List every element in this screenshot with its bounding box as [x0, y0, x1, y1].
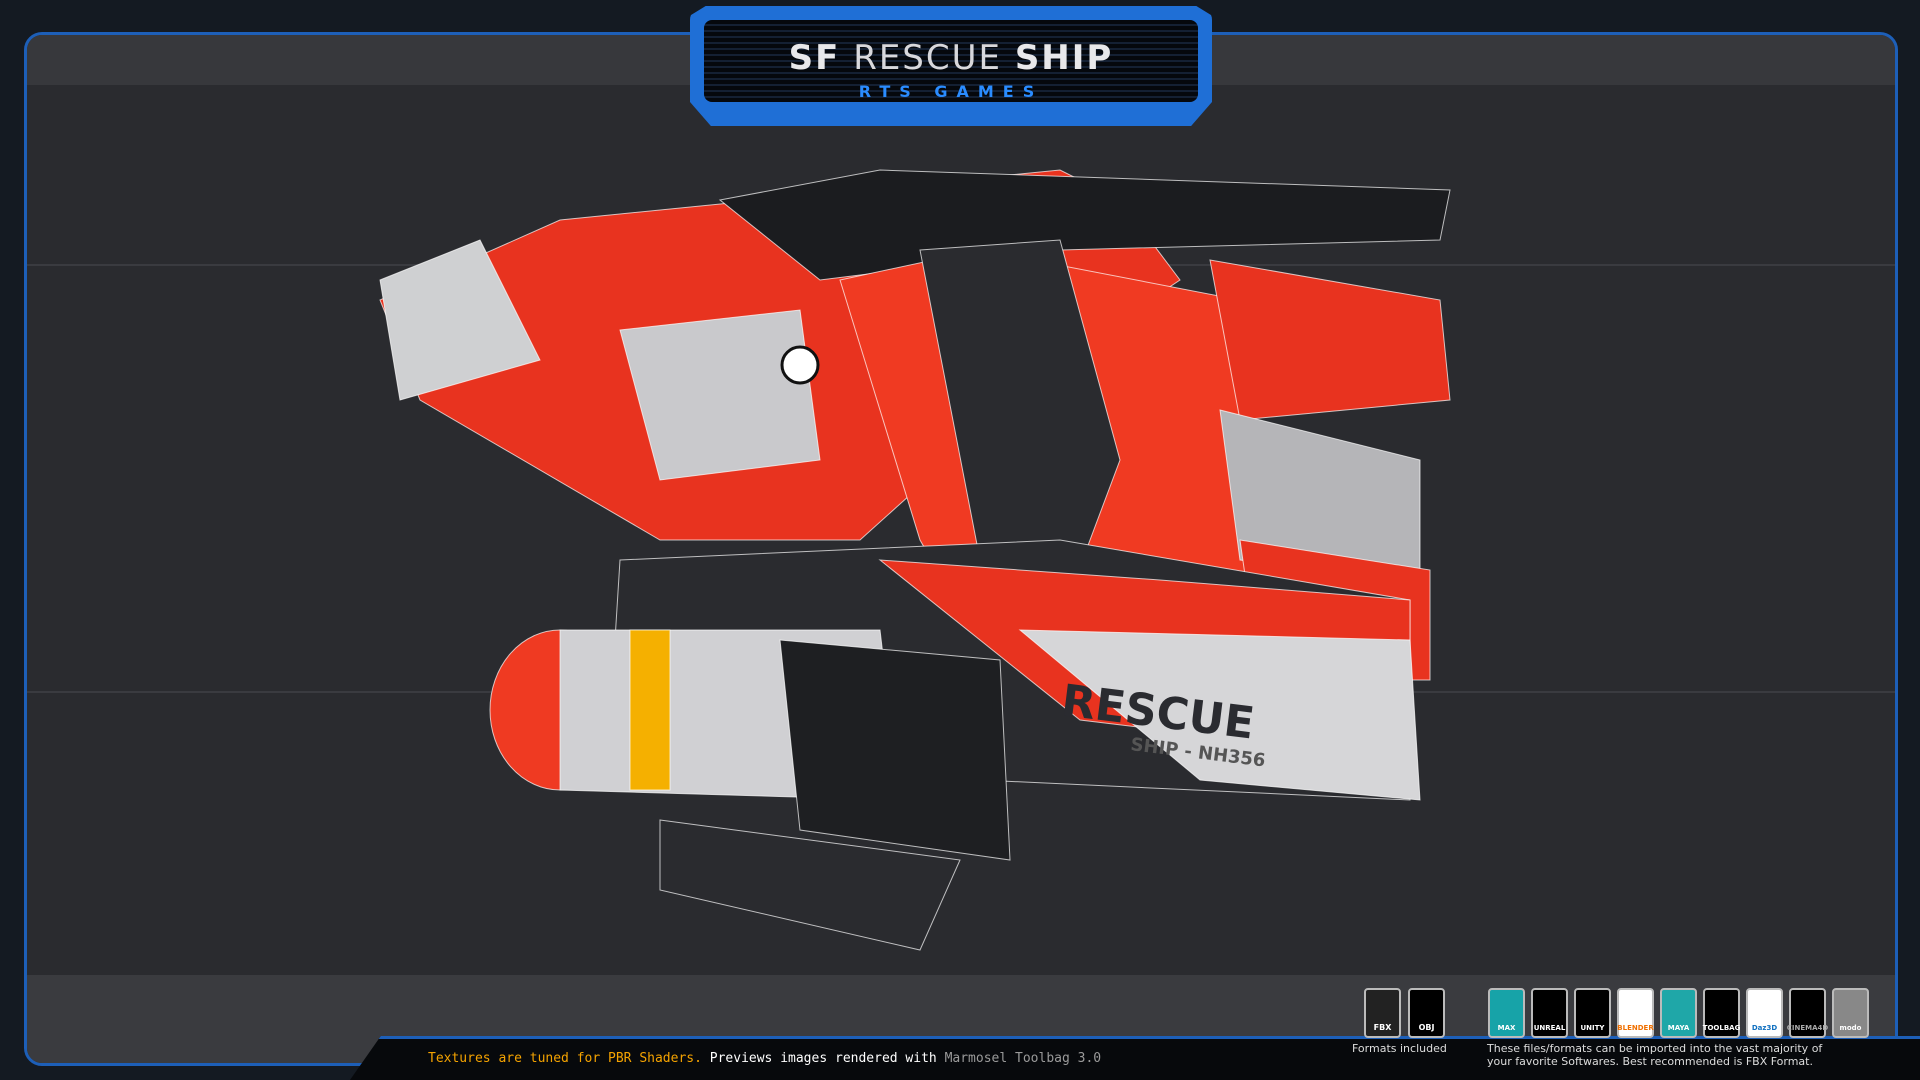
- title-banner: SF RESCUE SHIP RTS GAMES: [690, 6, 1212, 126]
- formats-caption: Formats included: [1352, 1042, 1447, 1055]
- rescue-ship-render: RESCUE SHIP - NH356: [379, 169, 1451, 951]
- software-icon-blender: BLENDER: [1617, 988, 1654, 1038]
- footer-renderer-name: Marmosel Toolbag 3.0: [944, 1051, 1102, 1066]
- software-caption-line1: These files/formats can be imported into…: [1487, 1042, 1823, 1055]
- emblem-icon: [780, 345, 820, 385]
- subtitle: RTS GAMES: [858, 82, 1044, 101]
- software-icon-unreal: UNREAL: [1531, 988, 1568, 1038]
- footer-note: Textures are tuned for PBR Shaders. Prev…: [428, 1051, 1101, 1066]
- fbx-format-icon: FBX: [1364, 988, 1401, 1038]
- page-title: SF RESCUE SHIP: [788, 38, 1114, 78]
- software-icon-toolbag: TOOLBAG: [1703, 988, 1740, 1038]
- footer-render-note: Previews images rendered with: [701, 1051, 945, 1066]
- footer-pbr-note: Textures are tuned for PBR Shaders.: [428, 1051, 702, 1066]
- formats-list: FBX OBJ: [1364, 988, 1445, 1038]
- software-icon-daz3d: Daz3D: [1746, 988, 1783, 1038]
- software-icon-maya: MAYA: [1660, 988, 1697, 1038]
- software-icon-cinema4d: CINEMA4D: [1787, 988, 1828, 1038]
- software-caption: These files/formats can be imported into…: [1487, 1042, 1822, 1068]
- software-caption-line2: your favorite Softwares. Best recommende…: [1487, 1055, 1813, 1068]
- software-icon-max: MAX: [1488, 988, 1525, 1038]
- software-icon-modo: modo: [1832, 988, 1869, 1038]
- obj-format-icon: OBJ: [1408, 988, 1445, 1038]
- software-icon-unity: UNITY: [1574, 988, 1611, 1038]
